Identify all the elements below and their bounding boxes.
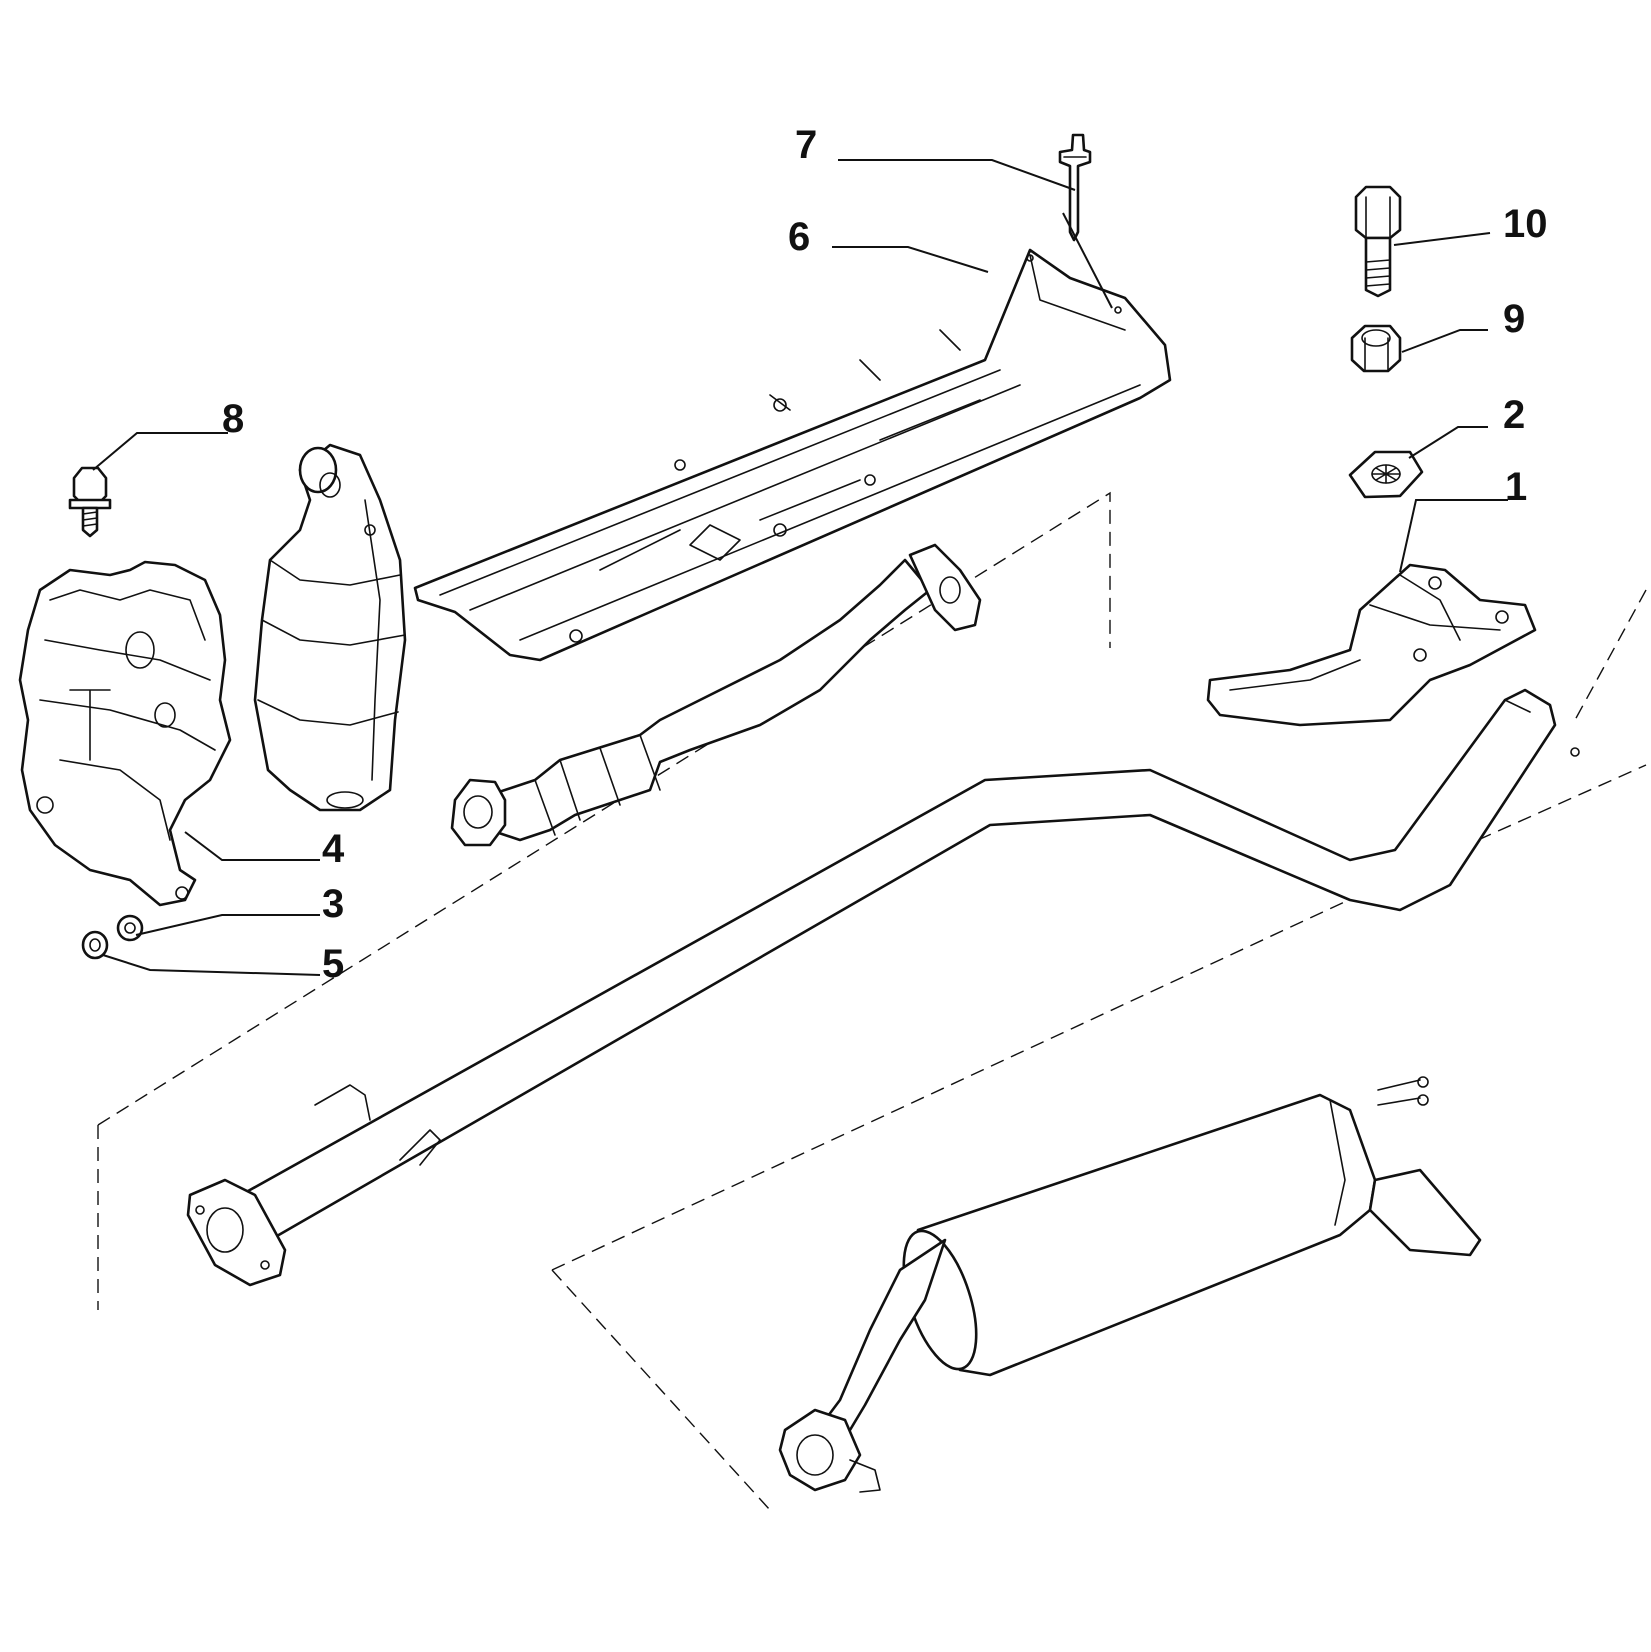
callout-1: 1 (1505, 465, 1527, 509)
callout-8: 8 (222, 397, 244, 441)
washer-small (116, 914, 144, 942)
callout-3: 3 (322, 882, 344, 926)
rear-heat-shield (1206, 563, 1537, 727)
hex-bolt (1354, 185, 1402, 298)
assembly-boundary-lines (97, 491, 1647, 1511)
lock-nut (81, 930, 109, 960)
callout-9: 9 (1503, 297, 1525, 341)
callout-5: 5 (322, 942, 344, 986)
callout-labels: 7 6 10 9 2 1 8 4 3 5 (222, 123, 1548, 986)
callout-10: 10 (1503, 202, 1548, 246)
rear-silencer (778, 1076, 1482, 1493)
flange-bolt (68, 466, 112, 538)
rivet-pin (1058, 133, 1092, 242)
catalytic-converter (253, 443, 407, 812)
front-exhaust-pipe (450, 543, 982, 847)
hex-nut (1350, 324, 1402, 373)
callout-4: 4 (322, 827, 345, 871)
callout-2: 2 (1503, 393, 1525, 437)
underbody-heat-shield (413, 248, 1172, 662)
callout-7: 7 (795, 123, 817, 167)
spring-washer (1348, 450, 1424, 499)
middle-exhaust-pipe (186, 688, 1580, 1287)
manifold-heat-shield (18, 560, 232, 907)
leader-lines (92, 159, 1508, 976)
callout-6: 6 (788, 215, 810, 259)
